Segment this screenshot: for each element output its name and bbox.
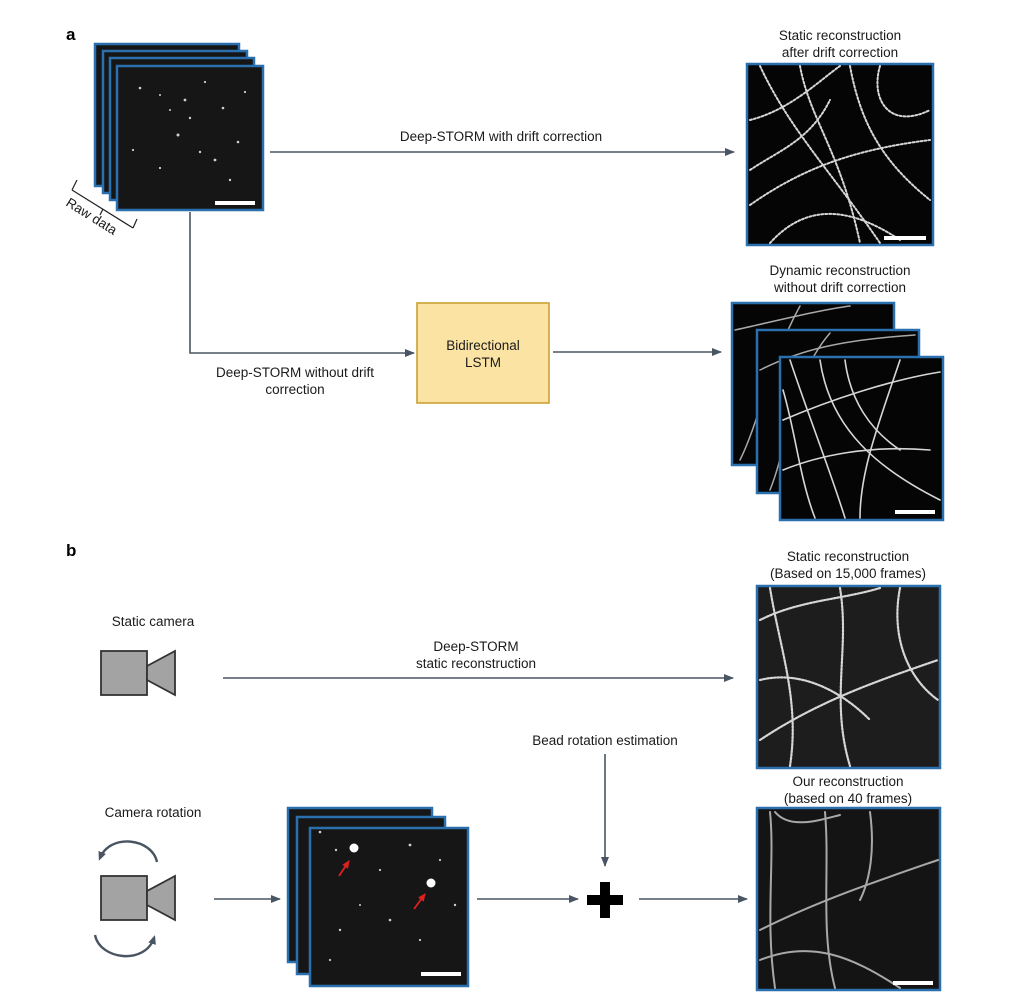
camera-rotation-label: Camera rotation <box>105 805 202 820</box>
static-camera-label: Static camera <box>112 614 195 629</box>
bead-arrow-2 <box>413 893 426 910</box>
static-recon-a-title-1: Static reconstruction <box>779 28 901 43</box>
raw-data-bracket <box>71 179 138 229</box>
dynamic-recon-title-1: Dynamic reconstruction <box>769 263 910 278</box>
our-recon-title-2: (based on 40 frames) <box>784 791 912 806</box>
rotated-frames-stack <box>286 806 470 988</box>
static-reconstruction-b-image <box>755 584 942 770</box>
static-recon-a-title-2: after drift correction <box>782 45 898 60</box>
static-recon-b-title-2: (Based on 15,000 frames) <box>770 566 926 581</box>
plus-icon <box>587 882 623 918</box>
our-recon-title-1: Our reconstruction <box>792 774 903 789</box>
panel-b-label: b <box>66 541 76 560</box>
raw-data-stack <box>93 42 265 212</box>
our-reconstruction-image <box>755 806 942 992</box>
camera-rotation-icon <box>100 874 176 922</box>
dynamic-reconstruction-stack <box>730 301 945 522</box>
deep-storm-label-2: static reconstruction <box>416 656 536 671</box>
arrow-no-drift-label-2: correction <box>265 382 324 397</box>
camera-icon <box>100 649 176 697</box>
arrow-drift-correction-label: Deep-STORM with drift correction <box>400 129 602 144</box>
lstm-box: Bidirectional LSTM <box>416 302 550 404</box>
bead-arrow-1 <box>338 860 350 877</box>
lstm-label-2: LSTM <box>465 355 501 370</box>
panel-a-label: a <box>66 25 76 44</box>
rotate-arrows-icon <box>93 840 159 958</box>
lstm-label-1: Bidirectional <box>446 338 520 353</box>
static-recon-b-title-1: Static reconstruction <box>787 549 909 564</box>
bead-rotation-label: Bead rotation estimation <box>532 733 678 748</box>
arrow-no-drift-label-1: Deep-STORM without drift <box>216 365 374 380</box>
static-reconstruction-a-image <box>745 62 935 247</box>
dynamic-recon-title-2: without drift correction <box>773 280 906 295</box>
arrow-to-lstm <box>189 212 415 357</box>
deep-storm-label-1: Deep-STORM <box>433 639 518 654</box>
raw-data-label: Raw data <box>63 195 120 238</box>
